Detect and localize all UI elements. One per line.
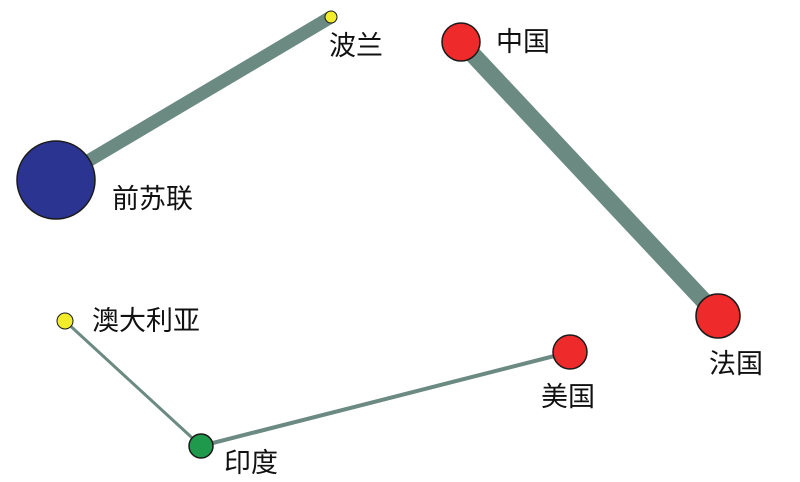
node-india bbox=[188, 433, 214, 459]
label-usa: 美国 bbox=[541, 382, 595, 413]
edge-china-france bbox=[454, 36, 725, 322]
node-usa bbox=[552, 334, 588, 370]
label-former-soviet-union: 前苏联 bbox=[112, 184, 193, 215]
labels-layer: 前苏联 波兰 中国 法国 澳大利亚 美国 印度 bbox=[92, 27, 763, 479]
label-poland: 波兰 bbox=[329, 31, 383, 62]
label-india: 印度 bbox=[224, 448, 278, 479]
label-china: 中国 bbox=[496, 27, 550, 58]
nodes-layer bbox=[16, 10, 741, 459]
edge-india-usa bbox=[200, 350, 571, 448]
node-poland bbox=[324, 10, 338, 24]
edges-layer bbox=[52, 11, 725, 448]
node-australia bbox=[56, 312, 74, 330]
label-australia: 澳大利亚 bbox=[92, 306, 200, 337]
label-france: 法国 bbox=[709, 349, 763, 380]
node-former-soviet-union bbox=[16, 140, 96, 220]
node-france bbox=[695, 293, 741, 339]
node-china bbox=[441, 22, 481, 62]
edge-former-soviet-union-poland bbox=[52, 11, 335, 186]
edge-australia-india bbox=[63, 319, 203, 448]
